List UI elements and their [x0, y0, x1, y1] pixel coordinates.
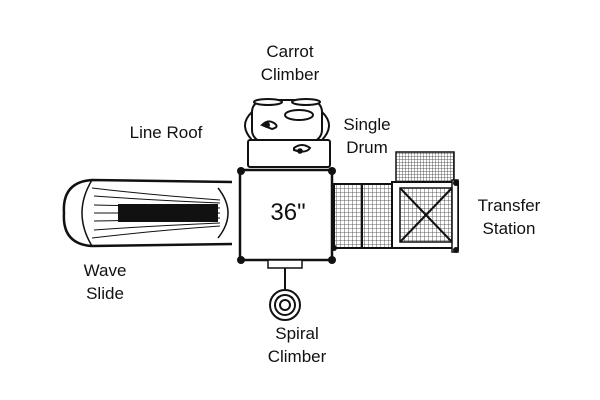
- deck-height-label: 36": [270, 199, 306, 226]
- single-drum-label-line2: Drum: [346, 138, 388, 157]
- spiral-climber-label: Spiral Climber: [254, 322, 340, 368]
- single-drum: [247, 139, 331, 168]
- spiral-climber-label-line2: Climber: [267, 347, 327, 366]
- carrot-climber-label-line1: Carrot: [266, 42, 314, 61]
- spiral-climber-label-line1: Spiral: [275, 324, 319, 343]
- transfer-station-label-line1: Transfer: [477, 196, 541, 215]
- single-drum-label: Single Drum: [332, 113, 402, 159]
- wave-slide-label-line1: Wave: [83, 261, 127, 280]
- spiral-climber: [267, 259, 303, 321]
- transfer-station: [391, 151, 459, 253]
- wave-slide-label: Wave Slide: [70, 259, 140, 305]
- line-roof-label: Line Roof: [129, 123, 203, 142]
- wave-slide: [62, 178, 233, 248]
- carrot-climber-panel: [244, 98, 330, 143]
- transfer-station-label: Transfer Station: [466, 194, 552, 240]
- carrot-climber-label-line2: Climber: [260, 65, 320, 84]
- main-deck: [237, 167, 336, 264]
- transfer-station-label-line2: Station: [482, 219, 536, 238]
- single-drum-label-line1: Single: [343, 115, 391, 134]
- carrot-climber-label: Carrot Climber: [252, 40, 328, 86]
- mesh-bridge: [331, 183, 393, 251]
- wave-slide-label-line2: Slide: [86, 284, 124, 303]
